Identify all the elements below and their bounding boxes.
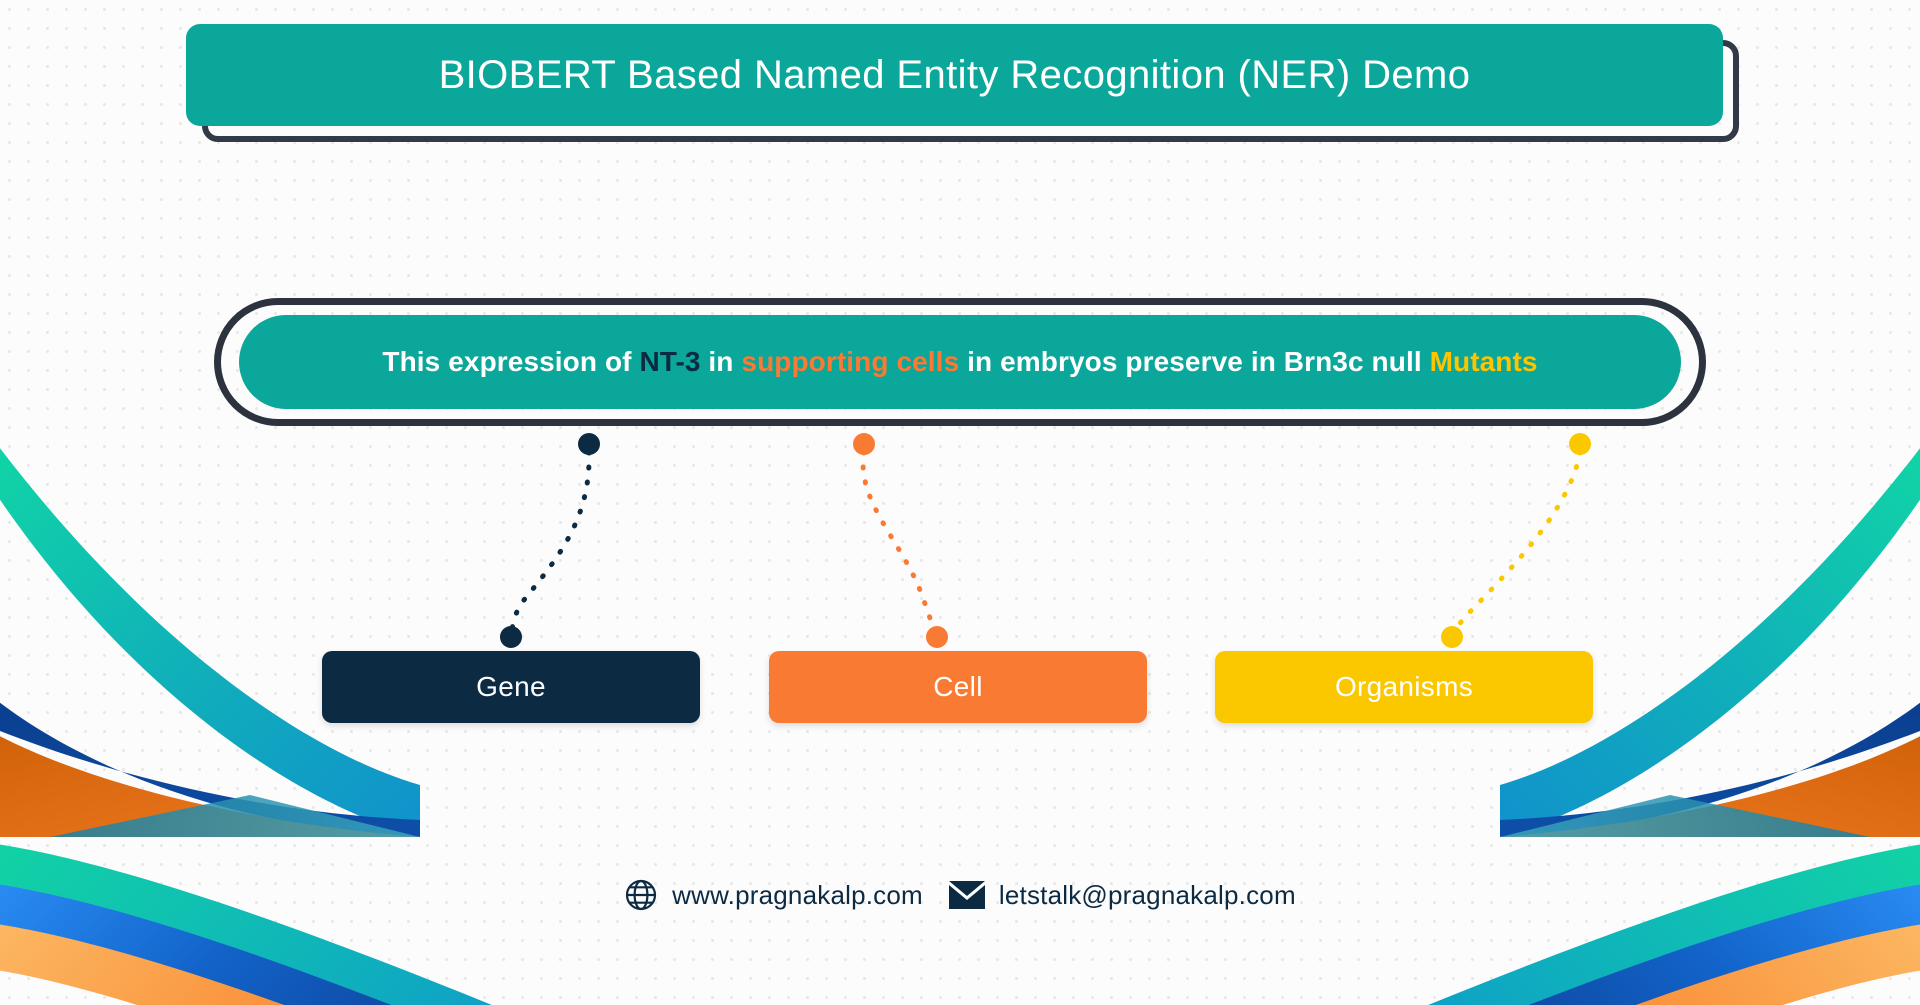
connector-cell <box>853 433 948 648</box>
connector-gene <box>500 433 600 648</box>
sentence-box: This expression of NT-3 in supporting ce… <box>239 315 1681 409</box>
connector-dot-bottom-cell <box>926 626 948 648</box>
connector-dot-bottom-gene <box>500 626 522 648</box>
sentence-text-run: in embryos preserve in Brn3c null <box>959 346 1430 377</box>
connector-dot-top-organisms <box>1569 433 1591 455</box>
entity-category-label: Cell <box>933 671 983 702</box>
title-box: BIOBERT Based Named Entity Recognition (… <box>186 24 1723 126</box>
footer-website[interactable]: www.pragnakalp.com <box>624 878 923 912</box>
connector-dot-top-gene <box>578 433 600 455</box>
entity-category-gene[interactable]: Gene <box>322 651 700 723</box>
entity-mention-cell: supporting cells <box>741 346 960 377</box>
sentence-banner: This expression of NT-3 in supporting ce… <box>214 298 1706 426</box>
page-title: BIOBERT Based Named Entity Recognition (… <box>438 52 1471 97</box>
page-title-banner: BIOBERT Based Named Entity Recognition (… <box>186 24 1739 142</box>
footer-email[interactable]: letstalk@pragnakalp.com <box>948 879 1296 911</box>
sentence-outline-accent <box>214 298 1706 426</box>
envelope-icon <box>948 881 985 909</box>
entity-category-organisms[interactable]: Organisms <box>1215 651 1593 723</box>
sentence-text-run: This expression of <box>382 346 640 377</box>
corner-decoration-left <box>0 448 492 1005</box>
sentence-text-run: in <box>700 346 742 377</box>
corner-decoration-right <box>1360 445 1920 1005</box>
connector-organisms <box>1441 433 1591 648</box>
entity-category-label: Organisms <box>1334 671 1474 702</box>
email-address: letstalk@pragnakalp.com <box>998 879 1296 910</box>
globe-icon <box>624 878 658 912</box>
annotated-sentence: This expression of NT-3 in supporting ce… <box>382 346 1537 378</box>
footer: www.pragnakalp.com letstalk@pragnakalp.c… <box>0 878 1920 912</box>
website-url: www.pragnakalp.com <box>672 879 923 910</box>
entity-category-label: Gene <box>476 671 546 702</box>
connector-dot-bottom-organisms <box>1441 626 1463 648</box>
entity-mention-gene: NT-3 <box>639 346 701 377</box>
entity-category-cell[interactable]: Cell <box>769 651 1147 723</box>
connector-dot-top-cell <box>853 433 875 455</box>
entity-mention-organisms: Mutants <box>1429 346 1538 377</box>
